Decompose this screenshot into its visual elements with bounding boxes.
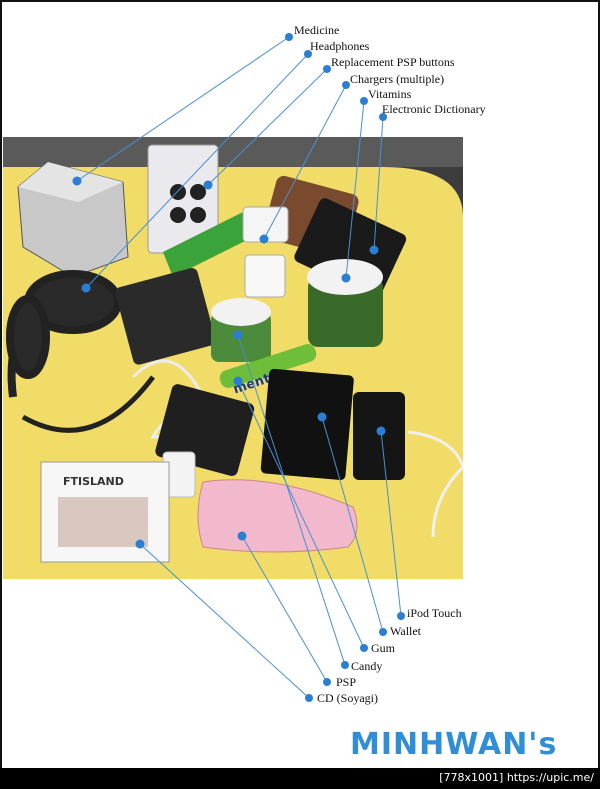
marker-vitamins-label — [360, 97, 368, 105]
label-psp: PSP — [336, 675, 357, 689]
psp-device — [260, 368, 354, 481]
marker-psp — [237, 531, 247, 541]
label-ipod: iPod Touch — [407, 606, 462, 620]
credit-bar: [778x1001] https://upic.me/ — [0, 768, 600, 789]
marker-ipod-label — [397, 612, 405, 620]
marker-chargers-label — [342, 81, 350, 89]
marker-medicine-label — [285, 33, 293, 41]
marker-psp-buttons-label — [323, 65, 331, 73]
marker-psp-buttons — [203, 180, 213, 190]
marker-cd-label — [305, 694, 313, 702]
marker-candy-label — [341, 661, 349, 669]
marker-psp-label — [323, 678, 331, 686]
marker-vitamins — [341, 273, 351, 283]
marker-ipod — [376, 426, 386, 436]
marker-medicine — [72, 176, 82, 186]
label-cd: CD (Soyagi) — [317, 691, 378, 705]
label-dictionary: Electronic Dictionary — [382, 102, 486, 116]
label-headphones: Headphones — [310, 39, 370, 53]
marker-wallet-label — [379, 628, 387, 636]
label-wallet: Wallet — [390, 624, 422, 638]
cd-case: FTISLAND — [40, 461, 170, 563]
brand-title: MINHWAN's — [350, 727, 558, 762]
marker-gum-label — [360, 644, 368, 652]
marker-wallet — [317, 412, 327, 422]
credit-text[interactable]: [778x1001] https://upic.me/ — [439, 771, 594, 784]
marker-cd — [135, 539, 145, 549]
cd-title: FTISLAND — [63, 475, 124, 488]
ipod-device — [353, 392, 405, 480]
label-gum: Gum — [371, 641, 395, 655]
marker-headphones — [81, 283, 91, 293]
label-vitamins: Vitamins — [368, 87, 412, 101]
marker-headphones-label — [304, 50, 312, 58]
marker-dictionary-label — [379, 113, 387, 121]
marker-gum — [233, 376, 243, 386]
marker-chargers — [259, 234, 269, 244]
charger-shape — [244, 254, 286, 298]
label-candy: Candy — [351, 659, 383, 673]
label-medicine: Medicine — [294, 23, 340, 37]
label-psp-buttons: Replacement PSP buttons — [331, 55, 455, 69]
marker-candy — [233, 330, 243, 340]
medicine-box — [17, 161, 129, 278]
marker-dictionary — [369, 245, 379, 255]
label-chargers: Chargers (multiple) — [350, 72, 445, 86]
green-gum-pack — [163, 212, 253, 277]
